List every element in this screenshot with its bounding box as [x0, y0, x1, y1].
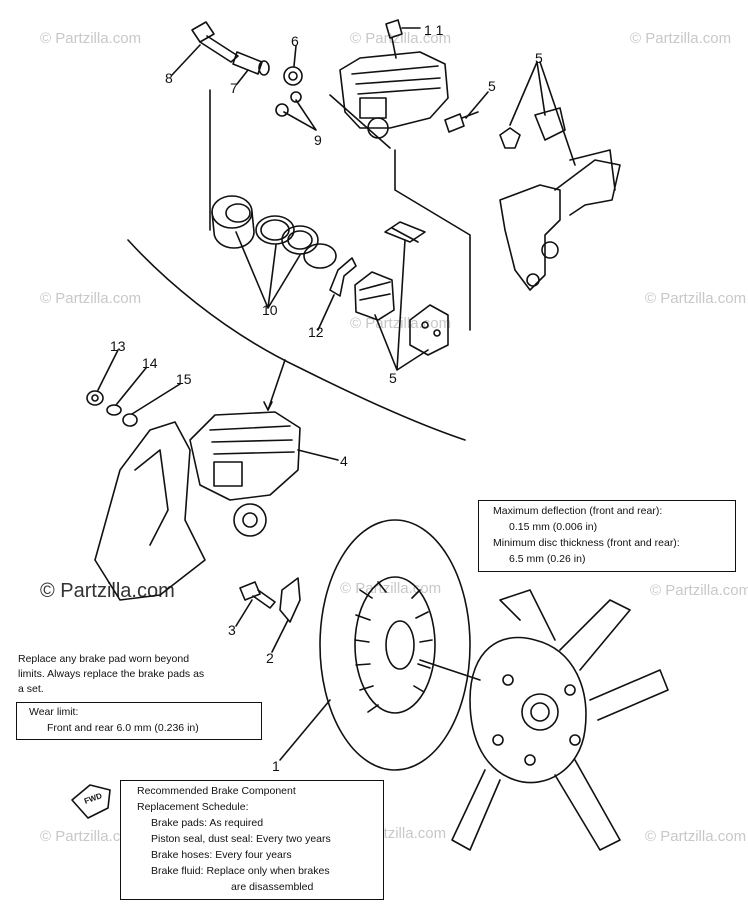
- wear-limit-label: Wear limit:: [29, 706, 79, 718]
- dust-seal-part-10: [281, 225, 337, 269]
- callout-14: 14: [142, 355, 158, 371]
- nut-part-13: [86, 390, 104, 406]
- pad-note-line: Replace any brake pad worn beyond: [18, 653, 190, 665]
- washer-part-15: [122, 413, 138, 427]
- leader-line: [131, 383, 181, 415]
- leader-line: [283, 99, 317, 131]
- replacement-schedule-box: Recommended Brake Component Replacement …: [120, 780, 384, 900]
- arrow-head: [263, 401, 273, 411]
- pad-shim-part-5: [384, 221, 426, 243]
- pad-spring-part-12: [329, 257, 357, 297]
- callout-5-pads: 5: [389, 370, 397, 386]
- watermark: © Partzilla.com: [630, 30, 732, 47]
- pad-replacement-note: Replace any brake pad worn beyond limits…: [18, 652, 258, 697]
- leader-line: [329, 94, 391, 149]
- leader-line: [171, 44, 201, 76]
- watermark-large: © Partzilla.com: [40, 580, 175, 602]
- washer-part-14: [106, 404, 122, 416]
- caliper-body-upper: [339, 19, 449, 139]
- callout-13: 13: [110, 338, 126, 354]
- callout-2: 2: [266, 650, 274, 666]
- caliper-bracket-right: [499, 107, 621, 291]
- callout-11: 1 1: [424, 22, 444, 38]
- watermark: © Partzilla.com: [645, 290, 747, 307]
- callout-7: 7: [230, 80, 238, 96]
- spec-thickness-label: Minimum disc thickness (front and rear):: [493, 537, 680, 549]
- schedule-subtitle: Replacement Schedule:: [137, 801, 249, 813]
- leader-line: [267, 359, 286, 411]
- leader-line: [374, 239, 429, 371]
- watermark: © Partzilla.com: [40, 30, 142, 47]
- callout-9: 9: [314, 132, 322, 148]
- spec-deflection-label: Maximum deflection (front and rear):: [493, 505, 663, 517]
- caliper-assembly-part-4: [94, 411, 301, 601]
- leader-line: [271, 619, 289, 653]
- bolt-part-3: [239, 581, 276, 609]
- watermark: © Partzilla.com: [645, 828, 747, 845]
- bleed-screw-part-6: [275, 66, 303, 117]
- leader-line: [235, 599, 253, 627]
- watermark: © Partzilla.com: [650, 582, 748, 599]
- bolt-part-5: [444, 111, 479, 133]
- leader-line: [97, 349, 119, 391]
- leader-line: [115, 367, 147, 406]
- spec-box: Maximum deflection (front and rear): 0.1…: [478, 500, 736, 572]
- callout-10: 10: [262, 302, 278, 318]
- brake-pad-part-5: [409, 304, 449, 356]
- fwd-arrow-icon: [71, 784, 111, 819]
- schedule-hoses: Brake hoses: Every four years: [151, 849, 292, 861]
- wheel-hub: [419, 589, 669, 851]
- callout-5-bolt: 5: [488, 78, 496, 94]
- leader-line: [317, 294, 335, 331]
- leader-line: [279, 699, 331, 761]
- callout-12: 12: [308, 324, 324, 340]
- callout-5-shims: 5: [535, 50, 543, 66]
- callout-1: 1: [272, 758, 280, 774]
- wear-limit-box: Wear limit: Front and rear 6.0 mm (0.236…: [16, 702, 262, 740]
- schedule-fluid: Brake fluid: Replace only when brakes: [151, 865, 330, 877]
- leader-line: [297, 449, 339, 461]
- schedule-title: Recommended Brake Component: [137, 785, 296, 797]
- watermark: © Partzilla.com: [40, 290, 142, 307]
- schedule-pads: Brake pads: As required: [151, 817, 264, 829]
- leader-line: [509, 61, 576, 166]
- spec-thickness-value: 6.5 mm (0.26 in): [509, 553, 586, 565]
- pad-note-line: a set.: [18, 683, 44, 695]
- bolt-part-8: [191, 21, 239, 63]
- callout-15: 15: [176, 371, 192, 387]
- piston-seal-part-10: [255, 215, 295, 245]
- leader-line: [236, 69, 249, 85]
- wear-limit-value: Front and rear 6.0 mm (0.236 in): [47, 722, 199, 734]
- sleeve-part-7: [232, 51, 270, 76]
- leader-line: [465, 91, 489, 119]
- leader-line: [293, 45, 297, 67]
- callout-3: 3: [228, 622, 236, 638]
- brake-disc-part-1: [319, 519, 471, 771]
- brake-pad-part-5: [354, 271, 395, 321]
- callout-6: 6: [291, 33, 299, 49]
- callout-4: 4: [340, 453, 348, 469]
- exploded-group-bracket: [127, 239, 466, 441]
- leader-line: [394, 149, 471, 331]
- piston-part-10: [211, 195, 255, 249]
- schedule-seals: Piston seal, dust seal: Every two years: [151, 833, 331, 845]
- schedule-fluid-cont: are disassembled: [231, 881, 314, 893]
- watermark: © Partzilla.com: [350, 30, 452, 47]
- callout-8: 8: [165, 70, 173, 86]
- pad-note-line: limits. Always replace the brake pads as: [18, 668, 205, 680]
- lock-plate-part-2: [279, 577, 301, 623]
- leader-line: [235, 231, 301, 309]
- spec-deflection-value: 0.15 mm (0.006 in): [509, 521, 598, 533]
- watermark: © Partzilla.com: [40, 828, 142, 845]
